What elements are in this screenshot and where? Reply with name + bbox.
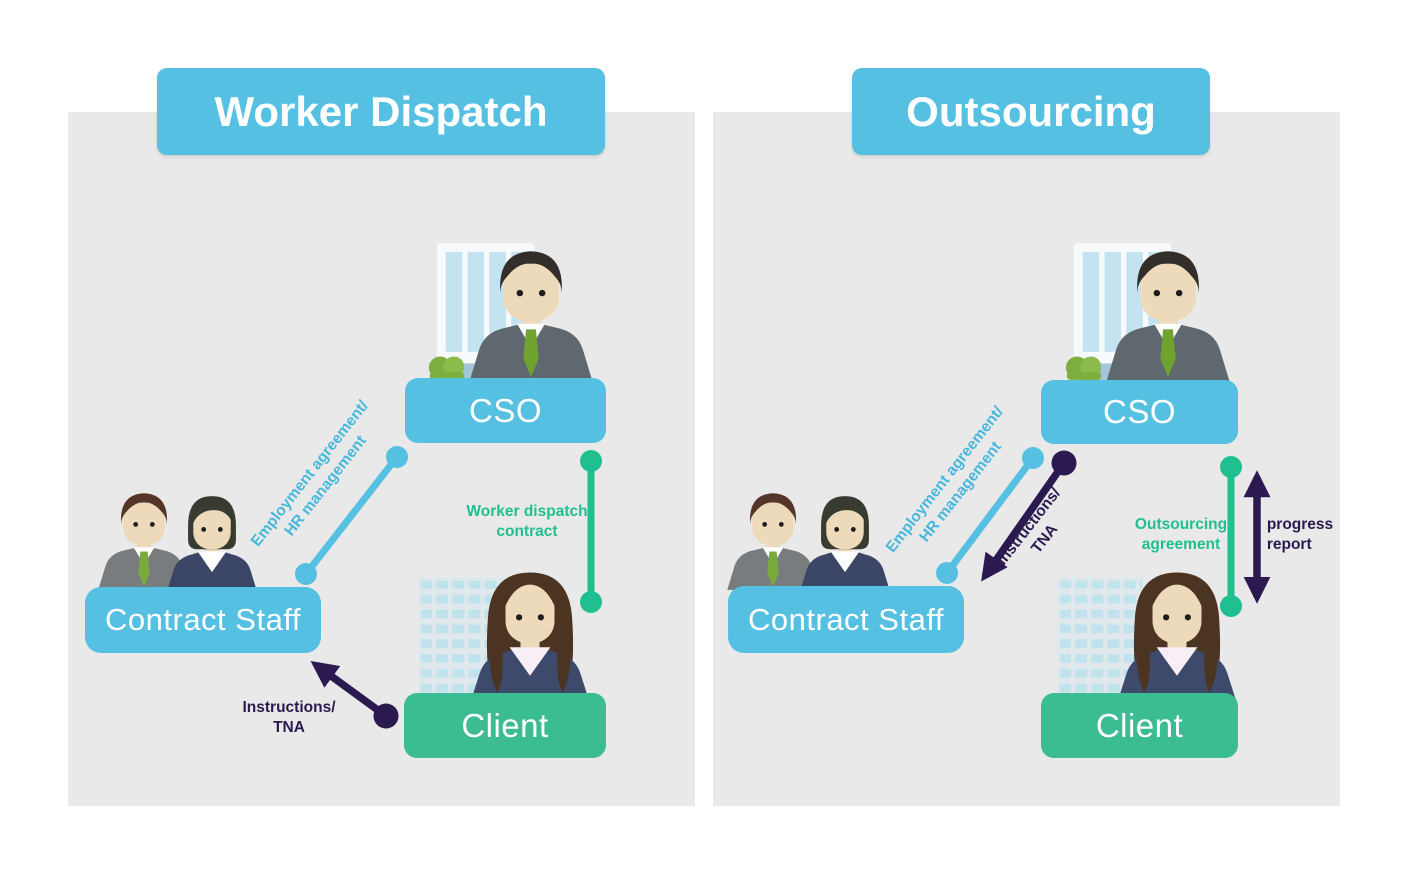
cso-box-right: CSO [1041, 380, 1238, 444]
outsourcing-title: Outsourcing [852, 68, 1210, 155]
outsourcing-agreement-label-right: Outsourcing agreement [1134, 516, 1228, 553]
contract-staff-box-right: Contract Staff [728, 586, 964, 653]
dispatch-contract-label-left: Worker dispatch contract [466, 503, 588, 540]
outsourcing-panel [713, 112, 1340, 806]
cso-box-left: CSO [405, 378, 606, 443]
worker-dispatch-title: Worker Dispatch [157, 68, 605, 155]
contract-staff-box-left: Contract Staff [85, 587, 321, 653]
progress-report-label-right: progress report [1266, 516, 1334, 553]
client-box-left: Client [404, 693, 606, 758]
instructions-label-left: Instructions/ TNA [242, 699, 336, 736]
client-box-right: Client [1041, 693, 1238, 758]
